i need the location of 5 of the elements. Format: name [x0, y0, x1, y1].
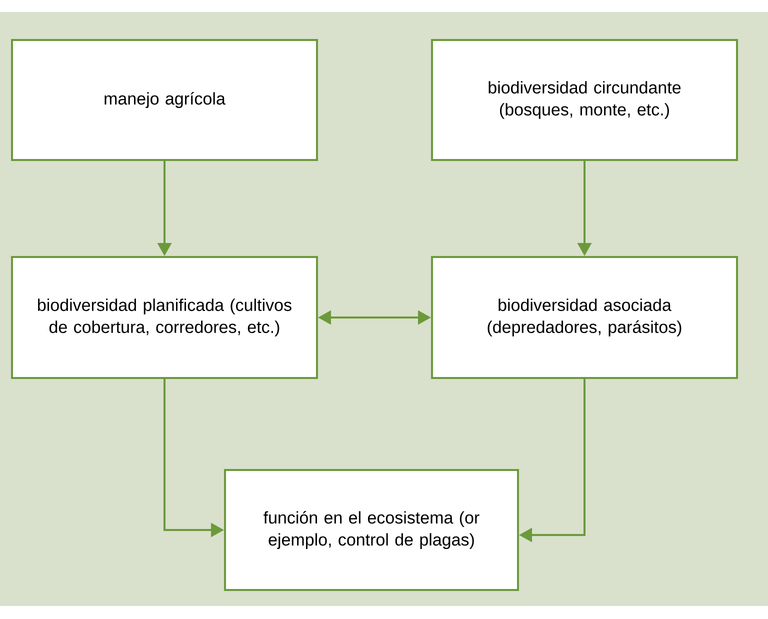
- process-box: manejo agrícola: [11, 39, 318, 161]
- process-box: biodiversidad planificada (cultivos de cobertura, corredores, etc.): [11, 256, 318, 379]
- process-box: biodiversidad circundante (bosques, monte, etc.): [431, 39, 738, 161]
- process-box: función en el ecosistema (or ejemplo, control de plagas): [224, 469, 519, 591]
- process-box: biodiversidad asociada (depredadores, parásitos): [431, 256, 738, 379]
